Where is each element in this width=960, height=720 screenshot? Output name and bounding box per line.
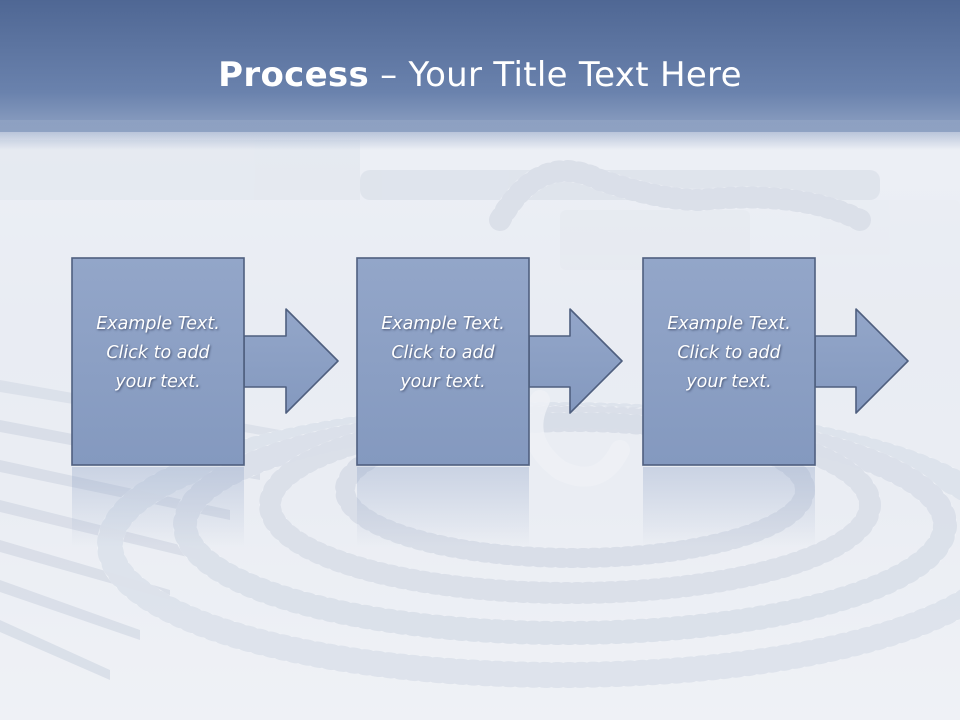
title-band-fade (0, 120, 960, 150)
step-text-line: your text. (686, 372, 772, 392)
step-text-line: Click to add (106, 343, 210, 363)
process-step-1[interactable] (71, 257, 339, 466)
process-box (356, 257, 530, 466)
arrow-right-icon (814, 308, 909, 414)
box-reflections (72, 467, 815, 547)
slide-title-bold: Process (218, 55, 370, 95)
step-text-line: Example Text. (96, 314, 220, 334)
step-text-line: Example Text. (667, 314, 791, 334)
step-text-line: Click to add (391, 343, 495, 363)
slide-title[interactable]: Process – Your Title Text Here (0, 52, 960, 98)
step-text-line: Example Text. (381, 314, 505, 334)
process-step-3-text[interactable]: Example Text. Click to add your text. (643, 310, 815, 397)
title-band (0, 0, 960, 132)
step-text-line: Click to add (677, 343, 781, 363)
process-box (71, 257, 245, 466)
process-step-2[interactable] (356, 257, 623, 466)
step-text-line: your text. (400, 372, 486, 392)
process-step-3[interactable] (642, 257, 909, 466)
slide-title-rest: – Your Title Text Here (369, 55, 742, 95)
process-box (642, 257, 816, 466)
process-step-2-text[interactable]: Example Text. Click to add your text. (357, 310, 529, 397)
arrow-right-icon (243, 308, 339, 414)
arrow-right-icon (528, 308, 623, 414)
step-text-line: your text. (115, 372, 201, 392)
process-step-1-text[interactable]: Example Text. Click to add your text. (72, 310, 244, 397)
